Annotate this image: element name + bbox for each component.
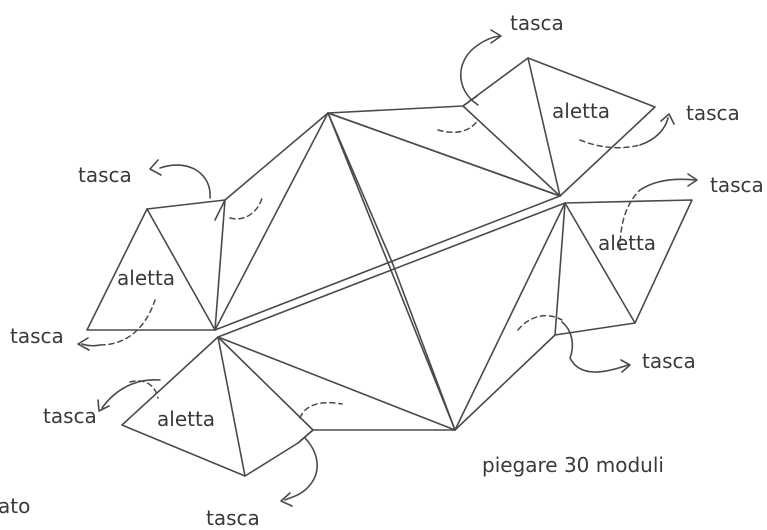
arrow-right xyxy=(639,178,696,191)
flap-bottom-left xyxy=(121,336,456,477)
arrow-bottom-left xyxy=(101,379,161,409)
cropped-left-text: ato xyxy=(0,494,30,518)
flap-top-right-notch xyxy=(462,95,478,107)
flap-right-fold xyxy=(564,202,636,324)
arrowhead-left-upper xyxy=(149,159,162,176)
dash-bottom-left-aletta xyxy=(129,380,159,399)
arrowhead-top-right xyxy=(660,113,675,125)
arrow-right-lower xyxy=(561,321,629,373)
arrow-top xyxy=(459,35,501,106)
dashed-guides xyxy=(99,119,641,419)
dash-left-pocket xyxy=(229,197,263,220)
label-tasca-bottom-left: tasca xyxy=(43,404,97,428)
flap-left-upper-edge xyxy=(224,112,329,201)
arrows xyxy=(77,29,698,507)
label-tasca-right-lower: tasca xyxy=(642,349,696,373)
label-aletta-bottom-left: aletta xyxy=(157,407,215,431)
arrowhead-right xyxy=(687,173,698,187)
label-tasca-top: tasca xyxy=(510,11,564,35)
label-tasca-left: tasca xyxy=(10,324,64,348)
arrow-left xyxy=(81,343,101,347)
arrowhead-top xyxy=(490,29,502,44)
label-aletta-top-right: aletta xyxy=(552,99,610,123)
upper-triangle-edges xyxy=(214,112,561,331)
label-tasca-left-upper: tasca xyxy=(78,163,132,187)
dash-top-right-aletta xyxy=(579,139,641,149)
arrowhead-left xyxy=(77,337,90,351)
flap-left-notch xyxy=(214,199,226,221)
label-aletta-right: aletta xyxy=(598,231,656,255)
dash-bottom-pocket xyxy=(299,401,343,419)
arrowhead-right-lower xyxy=(620,359,631,373)
flap-top-right xyxy=(327,57,656,197)
dash-right-aletta xyxy=(619,189,641,251)
flap-top-right-fold-1 xyxy=(462,105,561,197)
arrowhead-bottom-left xyxy=(97,399,110,412)
center-crease xyxy=(327,112,456,431)
central-module xyxy=(214,112,566,431)
arrow-bottom xyxy=(284,437,318,501)
upper-right-edge xyxy=(327,112,561,197)
instruction-text: piegare 30 moduli xyxy=(482,453,664,477)
flap-bottom-left-fold xyxy=(217,336,246,477)
arrowhead-bottom xyxy=(280,492,293,507)
flap-right xyxy=(454,199,693,431)
flap-left-fold xyxy=(146,208,216,331)
flap-top-right-outline xyxy=(327,57,656,197)
flap-right-lower-edge xyxy=(454,334,556,431)
label-tasca-top-right: tasca xyxy=(686,101,740,125)
arrow-left-upper xyxy=(159,164,211,199)
arrow-top-right xyxy=(639,117,669,146)
flap-top-right-fold-2 xyxy=(527,57,561,197)
label-aletta-left: aletta xyxy=(117,266,175,290)
dash-right-pocket xyxy=(517,314,563,331)
labels: tasca tasca tasca tasca tasca tasca tasc… xyxy=(0,11,764,530)
flap-bottom-left-outline xyxy=(121,336,314,477)
label-tasca-right: tasca xyxy=(710,173,764,197)
dash-top-pocket xyxy=(437,119,479,133)
dash-left-aletta xyxy=(99,299,156,346)
flap-bottom-left-notch xyxy=(297,429,314,444)
flap-left xyxy=(86,112,329,331)
label-tasca-bottom: tasca xyxy=(206,506,260,530)
